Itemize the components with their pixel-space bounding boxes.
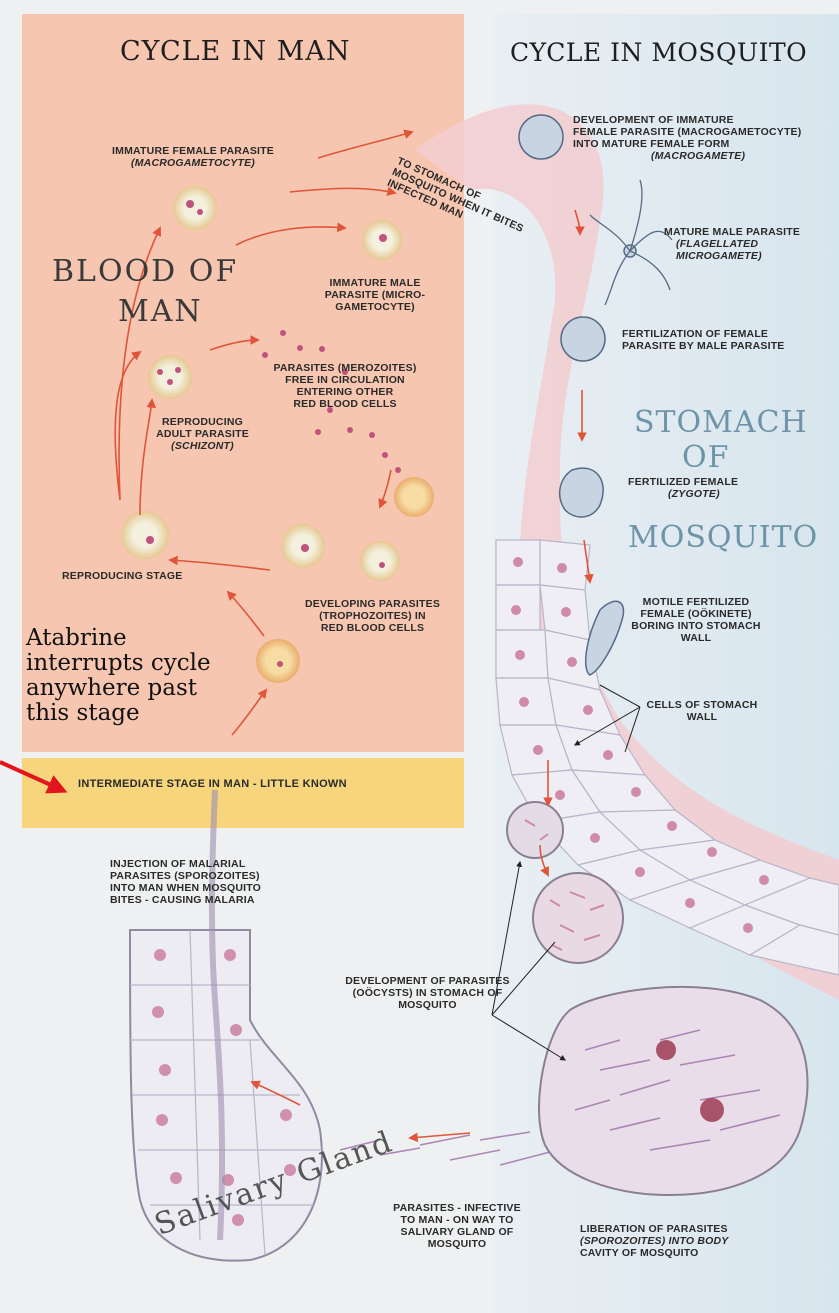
label-line: PARASITE (MICRO- [310,289,440,301]
atabrine-line: Atabrine [26,626,211,651]
label-line: (SCHIZONT) [171,440,234,452]
label-line: FEMALE (OÖKINETE) [626,608,766,620]
label-line: (MACROGAMETOCYTE) [131,157,255,169]
label-line: (MACROGAMETE) [651,150,745,162]
atabrine-note: Atabrine interrupts cycle anywhere past … [26,626,211,726]
label-line: MOSQUITO [372,1238,542,1250]
cells-of-stomach-wall-label: CELLS OF STOMACH WALL [642,699,762,723]
label-line: CELLS OF STOMACH [642,699,762,711]
mosquito-label: MOSQUITO [628,520,818,555]
body-cavity-sac [539,987,807,1195]
intermediate-band [22,758,464,828]
label-line: LIBERATION OF PARASITES [580,1223,800,1235]
label-line: PARASITES (MEROZOITES) [240,362,450,374]
label-line: GAMETOCYTE) [310,301,440,313]
fertilization-label: FERTILIZATION OF FEMALE PARASITE BY MALE… [622,328,832,352]
label-line: FERTILIZED FEMALE [628,476,788,488]
ookinete-label: MOTILE FERTILIZED FEMALE (OÖKINETE) BORI… [626,596,766,644]
injection-label: INJECTION OF MALARIAL PARASITES (SPOROZO… [110,858,320,906]
zygote-label: FERTILIZED FEMALE (ZYGOTE) [628,476,788,500]
label-line: DEVELOPING PARASITES [285,598,460,610]
development-female-label: DEVELOPMENT OF IMMATURE FEMALE PARASITE … [573,114,828,162]
atabrine-line: this stage [26,701,211,726]
label-line: (SPOROZOITES) INTO BODY [580,1235,729,1247]
label-line: DEVELOPMENT OF IMMATURE [573,114,828,126]
label-line: PARASITES (SPOROZOITES) [110,870,320,882]
label-line: MOSQUITO [330,999,525,1011]
cycle-in-man-title: CYCLE IN MAN [120,36,351,67]
label-line: FERTILIZATION OF FEMALE [622,328,832,340]
immature-male-label: IMMATURE MALE PARASITE (MICRO- GAMETOCYT… [310,277,440,313]
intermediate-stage-label: INTERMEDIATE STAGE IN MAN - LITTLE KNOWN [78,778,347,790]
man-label: MAN [118,294,203,329]
label-line: SALIVARY GLAND OF [372,1226,542,1238]
label-line: MATURE MALE PARASITE [664,226,824,238]
label-line: REPRODUCING [140,416,265,428]
label-line: FREE IN CIRCULATION [240,374,450,386]
infective-parasites-label: PARASITES - INFECTIVE TO MAN - ON WAY TO… [372,1202,542,1250]
label-line: MOTILE FERTILIZED [626,596,766,608]
atabrine-line: interrupts cycle [26,651,211,676]
reproducing-stage-label: REPRODUCING STAGE [62,570,182,582]
liberation-label: LIBERATION OF PARASITES (SPOROZOITES) IN… [580,1223,800,1259]
blood-of-label: BLOOD OF [52,254,238,289]
label-line: INTO MAN WHEN MOSQUITO [110,882,320,894]
label-line: RED BLOOD CELLS [240,398,450,410]
trophozoites-label: DEVELOPING PARASITES (TROPHOZOITES) IN R… [285,598,460,634]
label-line: MICROGAMETE) [676,250,762,262]
schizont-label: REPRODUCING ADULT PARASITE (SCHIZONT) [140,416,265,452]
label-line: (FLAGELLATED [676,238,758,250]
stomach-label: STOMACH [634,405,808,440]
label-line: (ZYGOTE) [668,488,720,500]
of-label: OF [682,440,729,475]
label-line: ADULT PARASITE [140,428,265,440]
label-line: INJECTION OF MALARIAL [110,858,320,870]
merozoites-label: PARASITES (MEROZOITES) FREE IN CIRCULATI… [240,362,450,410]
mature-male-label: MATURE MALE PARASITE (FLAGELLATED MICROG… [664,226,824,262]
oocysts-label: DEVELOPMENT OF PARASITES (OÖCYSTS) IN ST… [330,975,525,1011]
label-line: DEVELOPMENT OF PARASITES [330,975,525,987]
atabrine-line: anywhere past [26,676,211,701]
label-line: RED BLOOD CELLS [285,622,460,634]
label-line: FEMALE PARASITE (MACROGAMETOCYTE) [573,126,828,138]
label-line: BORING INTO STOMACH [626,620,766,632]
label-line: (TROPHOZOITES) IN [285,610,460,622]
label-line: IMMATURE MALE [310,277,440,289]
label-line: INTO MATURE FEMALE FORM [573,138,828,150]
label-line: TO MAN - ON WAY TO [372,1214,542,1226]
label-line: IMMATURE FEMALE PARASITE [88,145,298,157]
label-line: WALL [626,632,766,644]
cycle-in-mosquito-title: CYCLE IN MOSQUITO [510,38,807,67]
label-line: (OÖCYSTS) IN STOMACH OF [330,987,525,999]
immature-female-label: IMMATURE FEMALE PARASITE (MACROGAMETOCYT… [88,145,298,169]
label-line: WALL [642,711,762,723]
label-line: ENTERING OTHER [240,386,450,398]
label-line: CAVITY OF MOSQUITO [580,1247,800,1259]
label-line: PARASITES - INFECTIVE [372,1202,542,1214]
label-line: BITES - CAUSING MALARIA [110,894,320,906]
label-line: PARASITE BY MALE PARASITE [622,340,832,352]
